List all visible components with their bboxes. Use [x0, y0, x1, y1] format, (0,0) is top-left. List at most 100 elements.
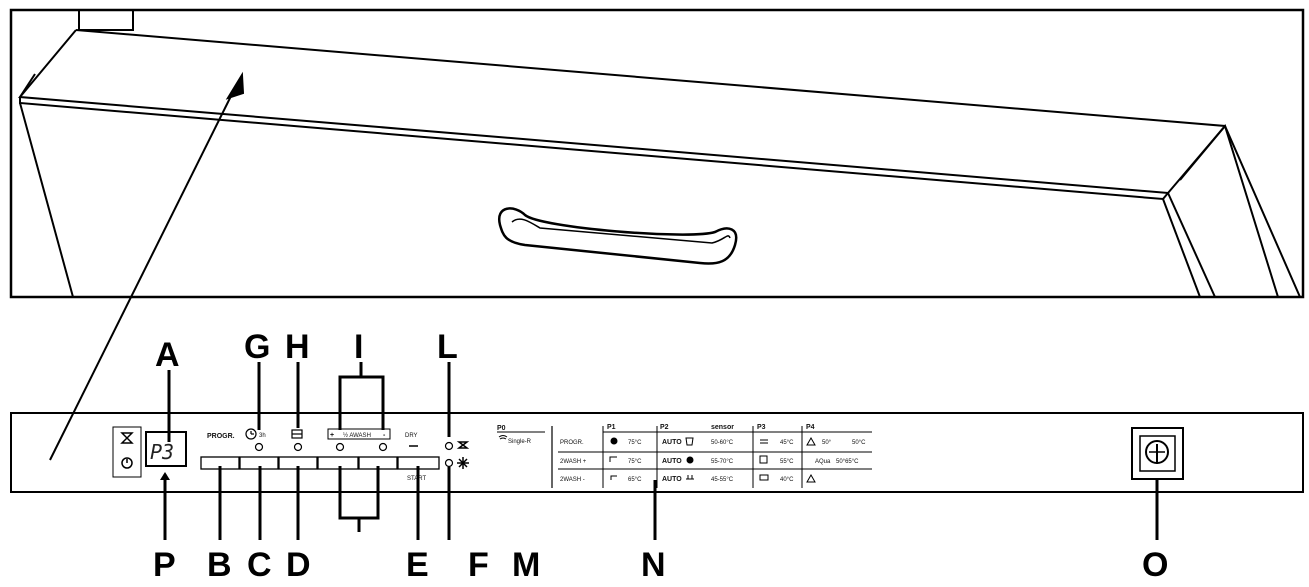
- callout-E: E: [406, 546, 429, 584]
- header-p1: P1: [607, 424, 616, 431]
- indicator-leds: [254, 441, 454, 468]
- callout-C: C: [247, 546, 272, 584]
- half-load-frame: [327, 428, 391, 440]
- header-sensor: sensor: [711, 424, 734, 431]
- row3-p3: 40°C: [780, 477, 794, 483]
- door-right-side-edge: [1179, 123, 1279, 298]
- panel-left-icons: [112, 426, 142, 478]
- p0-name: Single-R: [508, 439, 532, 445]
- row2-label: 2WASH +: [560, 459, 587, 465]
- door-arrow-line: [49, 87, 236, 461]
- callout-G: G: [244, 328, 270, 366]
- callout-L: L: [437, 328, 458, 366]
- button-row: [200, 456, 440, 470]
- half-load-plus-button[interactable]: [317, 456, 359, 470]
- control-panel-strip: [10, 412, 1304, 493]
- row2-p3: 55°C: [780, 459, 794, 465]
- panel-icon-box: [112, 426, 142, 478]
- row2-p4a: AQua: [815, 459, 831, 465]
- row3-p1: 65°C: [628, 477, 642, 483]
- rinse-aid-led: [444, 458, 454, 468]
- p4-row3-icon: [806, 473, 816, 483]
- header-p4: P4: [806, 424, 815, 431]
- row1-p2: AUTO: [662, 439, 682, 446]
- door-handle: [497, 207, 738, 265]
- digital-display: P3: [145, 431, 187, 467]
- row3-p2: AUTO: [662, 476, 682, 483]
- wifi-icon: [498, 435, 508, 440]
- half-load-selector: + ½ AWASH -: [327, 428, 391, 440]
- p2-row1-icon: [685, 437, 694, 446]
- door-front-lower: [19, 97, 1169, 201]
- extra-dry-led: [293, 442, 303, 452]
- door-frame: [9, 8, 1305, 299]
- row2-p2: AUTO: [662, 458, 682, 465]
- row3-label: 2WASH -: [560, 477, 585, 483]
- callout-M: M: [512, 546, 540, 584]
- callout-F: F: [468, 546, 489, 584]
- callout-D: D: [286, 546, 311, 584]
- callout-P: P: [153, 546, 176, 584]
- half-load-minus-led: [378, 442, 388, 452]
- p3-row3-icon: [759, 474, 769, 481]
- rinse-aid-icon: [457, 457, 469, 469]
- door-right-side: [1162, 198, 1201, 298]
- callout-B: B: [207, 546, 232, 584]
- p1-row2-icon: [609, 456, 617, 462]
- half-load-minus: -: [383, 432, 386, 439]
- row2-p4b: 50°65°C: [836, 459, 859, 465]
- row1-p3: 45°C: [780, 440, 794, 446]
- door-arrow-head: [225, 71, 245, 100]
- leader-lines: [163, 362, 1159, 540]
- extra-dry-label: DRY: [405, 433, 418, 439]
- extra-dry-icon: [291, 429, 303, 439]
- row1-label: PROGR.: [560, 440, 584, 446]
- callout-labels: A G H I L P B C D E F M N O: [153, 328, 1168, 584]
- row1-p4a: 50°: [822, 440, 832, 446]
- salt-led: [444, 441, 454, 451]
- p4-row1-icon: [806, 436, 816, 446]
- program-icons: [609, 436, 816, 483]
- row1-p1: 75°C: [628, 440, 642, 446]
- door-left-side: [19, 102, 74, 298]
- p2-row2-icon: [686, 456, 694, 464]
- p1-row3-icon: [610, 475, 617, 480]
- header-p2: P2: [660, 424, 669, 431]
- display-program-code: P3: [150, 440, 174, 464]
- power-switch-button[interactable]: [1139, 435, 1176, 472]
- callout-A: A: [155, 336, 180, 374]
- p0-label: P0: [497, 425, 506, 432]
- progr-label: PROGR.: [207, 433, 235, 440]
- callout-H: H: [285, 328, 310, 366]
- door-right-side-inner: [1167, 192, 1216, 298]
- program-table: P0 Single-R P1 P2 sensor P3 P4 PROGR. 75…: [497, 424, 872, 488]
- door-handle-inner: [511, 218, 731, 244]
- p-arrow: [160, 472, 170, 480]
- callout-I: I: [354, 328, 363, 366]
- row2-p1: 75°C: [628, 459, 642, 465]
- p3-row2-icon: [759, 455, 768, 464]
- main-power-switch: [1131, 427, 1184, 480]
- header-p3: P3: [757, 424, 766, 431]
- row1-sensor: 50-60°C: [711, 440, 734, 446]
- door-illustration: [9, 8, 1305, 461]
- leader-I: [338, 375, 385, 430]
- half-load-plus: +: [330, 432, 334, 439]
- callout-N: N: [641, 546, 666, 584]
- delay-led: [254, 442, 264, 452]
- on-off-icon: [121, 457, 133, 469]
- half-load-label: ½ AWASH: [343, 432, 371, 439]
- callout-O: O: [1142, 546, 1168, 584]
- row3-sensor: 45-55°C: [711, 477, 734, 483]
- delay-timer-icon: [245, 428, 257, 440]
- door-left-corner: [19, 73, 36, 98]
- delay-label: 3h: [259, 433, 266, 439]
- control-panel: P3 PROGR. 3h + ½ AWASH - DRY: [10, 412, 1304, 493]
- p1-row1-icon: [610, 437, 618, 445]
- salt-warning-icon: [120, 432, 134, 444]
- p3-row1-icon: [760, 439, 768, 444]
- door-top-edge: [75, 29, 1301, 298]
- half-load-plus-led: [335, 442, 345, 452]
- row2-sensor: 55-70°C: [711, 459, 734, 465]
